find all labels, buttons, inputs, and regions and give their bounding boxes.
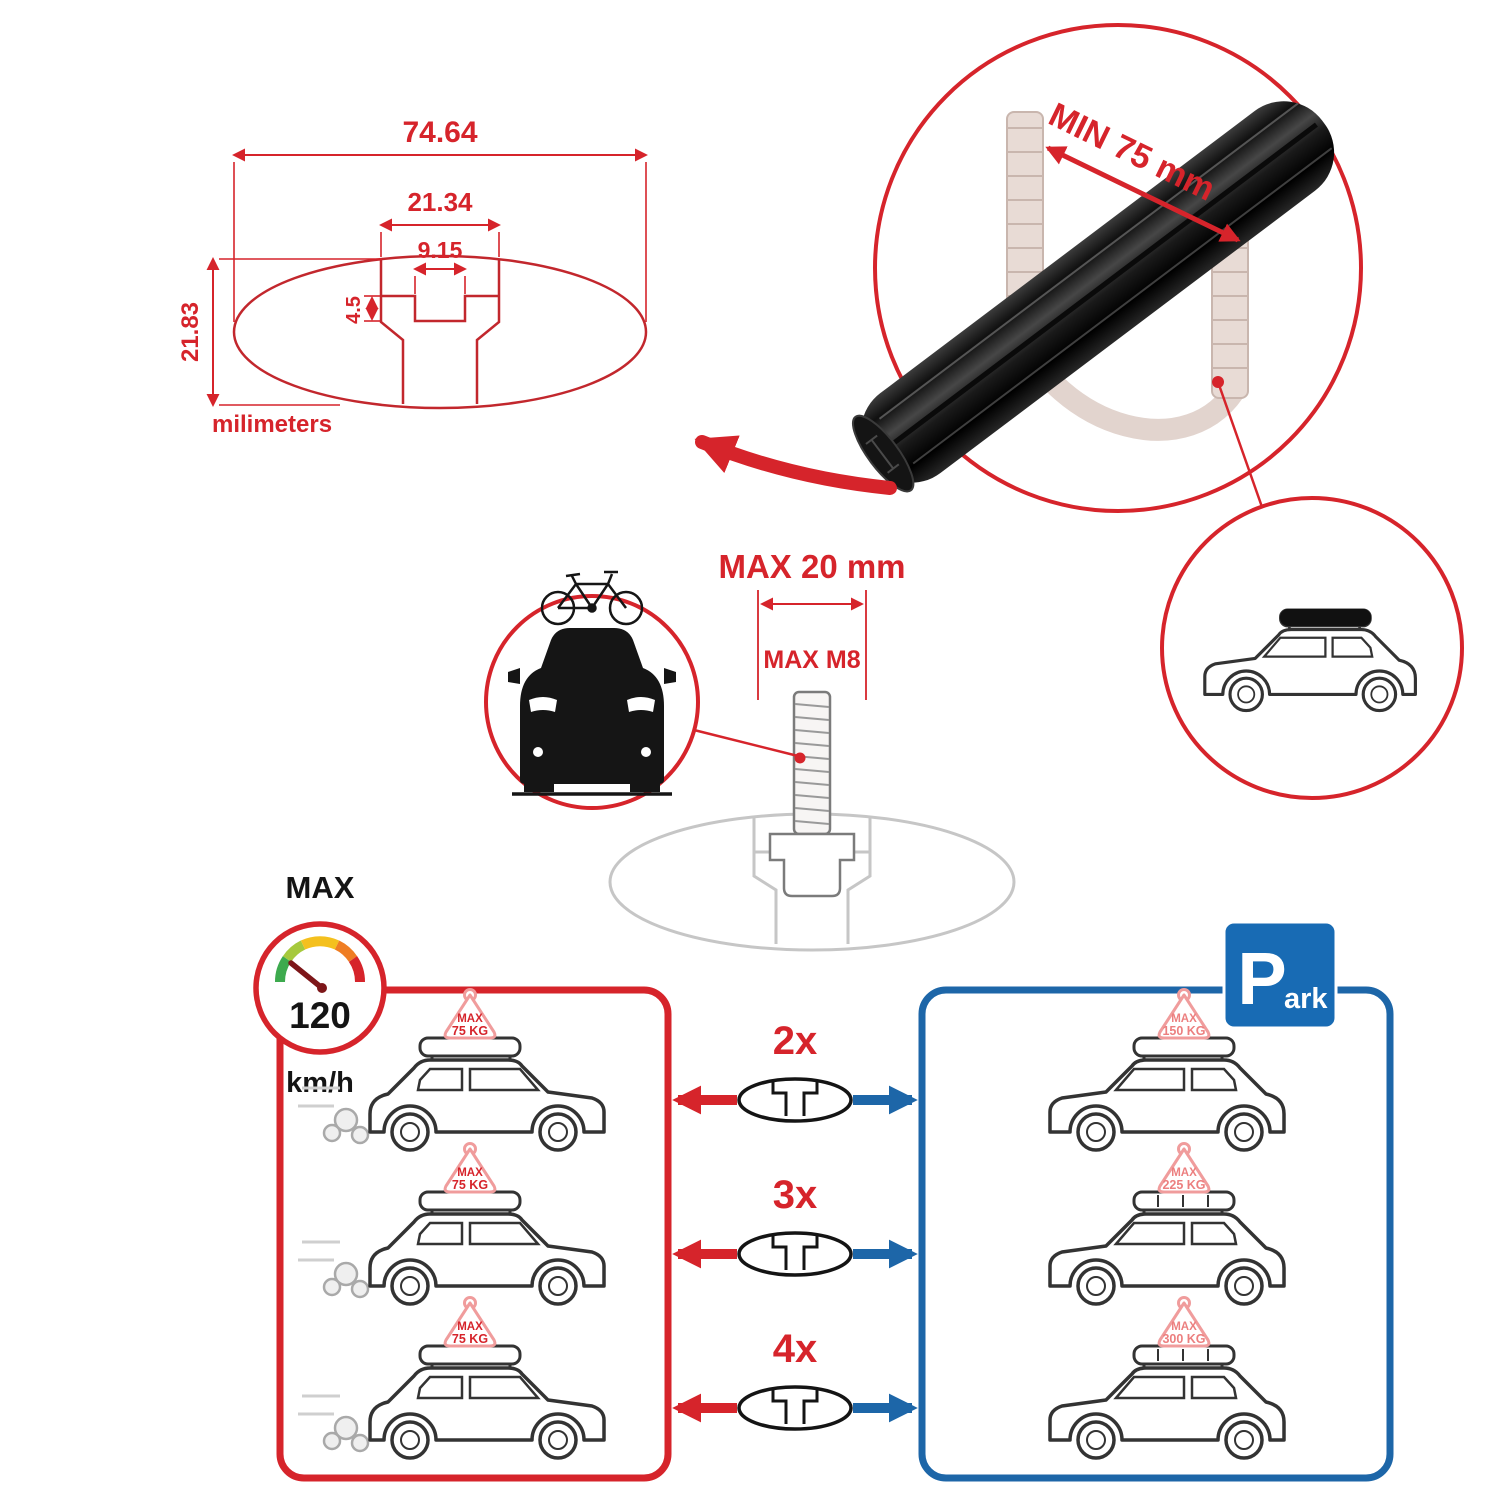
load-tag: MAX 75 KG [443,988,497,1040]
bolt-pointer-line [693,728,799,758]
count-row: 2x [672,1019,918,1123]
dim-slot-depth-label: 4.5 [343,296,365,324]
bolt-icon [768,690,856,898]
park-letter: P [1237,937,1286,1020]
crossbar-profile-icon [737,1385,853,1431]
bolt-max-width-label: MAX 20 mm [718,548,905,585]
load-tag: MAX 300 KG [1157,1296,1211,1348]
speed-max-label: MAX [286,870,355,905]
gray-profile-t-slot [752,818,872,944]
tag-max-label: MAX [457,1013,483,1025]
gauge-needle [288,960,325,991]
driving-car: MAX 75 KG [298,988,606,1152]
callout-circle [873,23,1363,513]
clamp-pointer-line [1216,381,1264,508]
tag-weight-label: 150 KG [1162,1024,1205,1038]
tag-max-label: MAX [457,1167,483,1179]
crossbar-profile-icon [737,1077,853,1123]
dim-height-label: 21.83 [177,302,204,362]
speed-value: 120 [289,995,351,1036]
dim-slot-outer-label: 21.34 [407,187,473,217]
load-tag: MAX 225 KG [1157,1142,1211,1194]
bolt-pointer-dot [794,752,806,764]
tag-max-label: MAX [1171,1013,1197,1025]
crossbar-profile-icon [737,1231,853,1277]
bolt-dimension-diagram: MAX 20 mm MAX M8 [608,548,1016,952]
car-front-icon [508,628,676,796]
driving-cars: MAX 75 KG MAX 75 KG [298,988,606,1460]
count-row: 3x [672,1173,918,1277]
roofbox-suv-badge [1160,496,1464,800]
tag-max-label: MAX [1171,1167,1197,1179]
speed-limit-gauge: MAX 120 km/h [253,870,387,1099]
parked-car: MAX 150 KG [1048,988,1286,1152]
tag-weight-label: 75 KG [452,1024,488,1038]
profile-dimension-drawing: 74.64 21.34 9.15 4.5 21.83 milimeters [177,116,648,438]
count-label: 4x [773,1327,818,1371]
driving-car: MAX 75 KG [298,1296,606,1460]
arrow-to-drawing-icon [694,435,897,495]
crossbar-photo-callout: MIN 75 mm [694,23,1363,513]
load-tag: MAX 150 KG [1157,988,1211,1040]
park-suffix: ark [1284,983,1328,1015]
parked-car: MAX 225 KG [1048,1142,1286,1306]
count-label: 2x [773,1019,818,1063]
min-span-arrow [1045,145,1241,243]
parked-cars: MAX 150 KG MAX 225 KG [1048,988,1286,1460]
tag-max-label: MAX [1171,1321,1197,1333]
tag-weight-label: 75 KG [452,1332,488,1346]
count-label: 3x [773,1173,818,1217]
min-span-label: MIN 75 mm [1043,96,1221,209]
speed-unit: km/h [286,1067,354,1099]
load-tag: MAX 75 KG [443,1142,497,1194]
dim-unit-label: milimeters [212,411,332,438]
roof-basket-lines [1157,1195,1209,1207]
parked-car: MAX 300 KG [1048,1296,1286,1460]
profile-t-slot [379,259,501,404]
roof-basket-lines [1157,1349,1209,1361]
bike-car-badge [484,570,700,810]
tag-weight-label: 75 KG [452,1178,488,1192]
load-tag: MAX 75 KG [443,1296,497,1348]
tag-weight-label: 300 KG [1162,1332,1205,1346]
driving-car: MAX 75 KG [298,1142,606,1306]
dim-total-width-label: 74.64 [402,116,477,149]
count-row: 4x [672,1327,918,1431]
speedometer-icon [274,936,366,983]
bolt-max-thread-label: MAX M8 [763,646,860,674]
crossbar-count-column: 2x 3x 4x [672,1019,918,1431]
roof-box-icon [1280,609,1371,626]
tag-max-label: MAX [457,1321,483,1333]
bike-icon [540,570,644,626]
dim-slot-inner-label: 9.15 [418,237,463,263]
tag-weight-label: 225 KG [1162,1178,1205,1192]
park-sign: P ark [1222,920,1338,1030]
profile-ellipse [232,254,648,410]
